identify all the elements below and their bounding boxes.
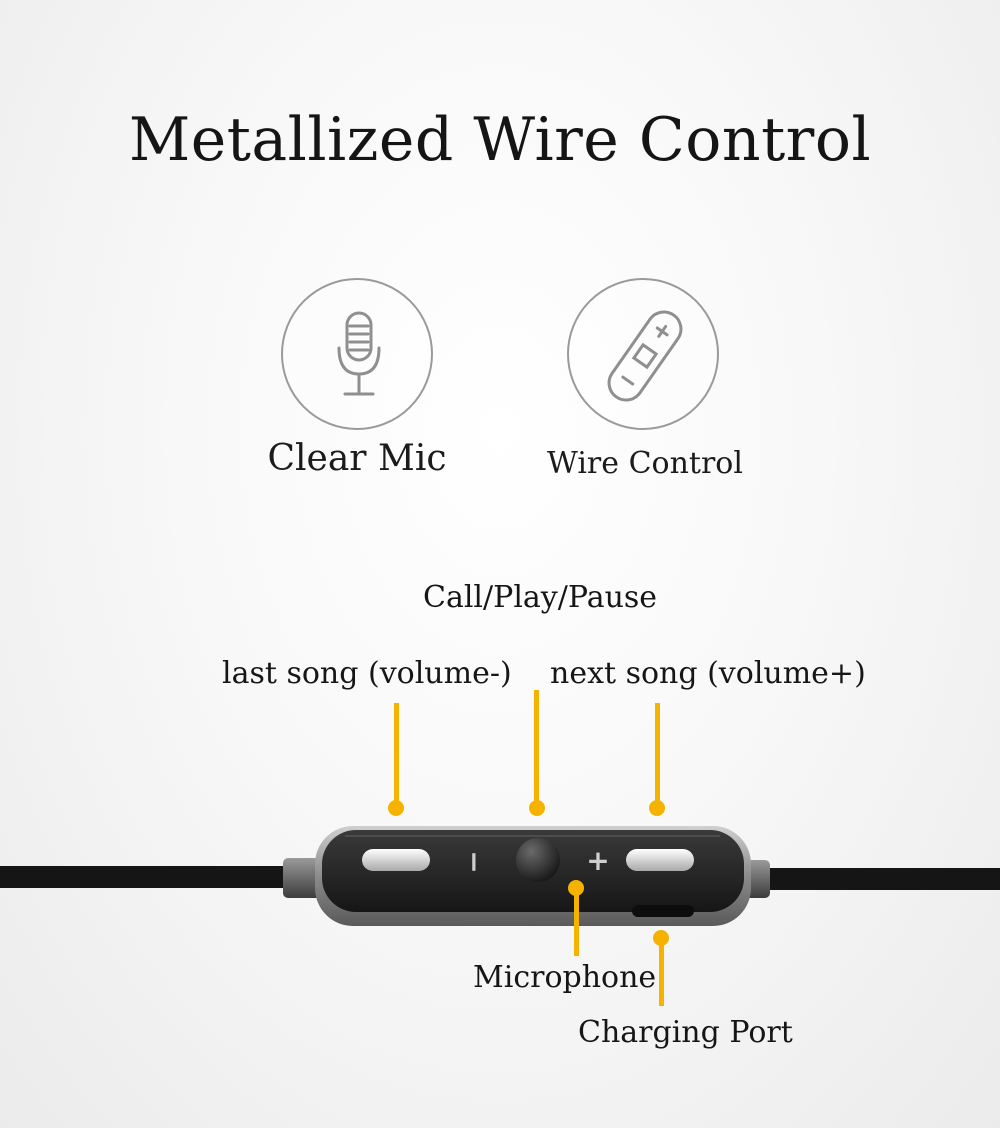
- play-pause-button[interactable]: [516, 838, 560, 882]
- feature-circle: [281, 278, 433, 430]
- cable-right: [762, 868, 1000, 890]
- callout-next-song: next song (volume+): [550, 656, 866, 691]
- leader-last-song: [394, 703, 399, 806]
- volume-down-button[interactable]: [362, 849, 430, 871]
- page-title: Metallized Wire Control: [128, 105, 872, 175]
- minus-symbol: −: [458, 850, 491, 873]
- feature-circle: [567, 278, 719, 430]
- wire-control-illustration: − +: [0, 690, 1000, 1006]
- leader-dot-next-song: [649, 800, 665, 816]
- collar-left: [283, 858, 321, 898]
- leader-dot-play-pause: [529, 800, 545, 816]
- volume-up-button[interactable]: [626, 849, 694, 871]
- microphone-icon: [337, 311, 381, 396]
- callout-microphone: Microphone: [473, 960, 657, 995]
- callout-charging-port: Charging Port: [578, 1015, 793, 1050]
- leader-dot-last-song: [388, 800, 404, 816]
- charging-port: [632, 905, 694, 917]
- leader-lines: [388, 690, 669, 1006]
- plus-symbol: +: [586, 844, 609, 877]
- leader-charging-port: [659, 938, 664, 1006]
- leader-microphone: [574, 888, 579, 956]
- feature-label-clear-mic: Clear Mic: [267, 438, 447, 479]
- cable-left: [0, 866, 300, 888]
- remote-control-icon: [607, 310, 683, 402]
- leader-next-song: [655, 703, 660, 806]
- callout-call-play-pause: Call/Play/Pause: [423, 580, 658, 615]
- callout-last-song: last song (volume-): [222, 656, 512, 691]
- feature-label-wire-control: Wire Control: [547, 446, 743, 481]
- leader-play-pause: [534, 690, 539, 806]
